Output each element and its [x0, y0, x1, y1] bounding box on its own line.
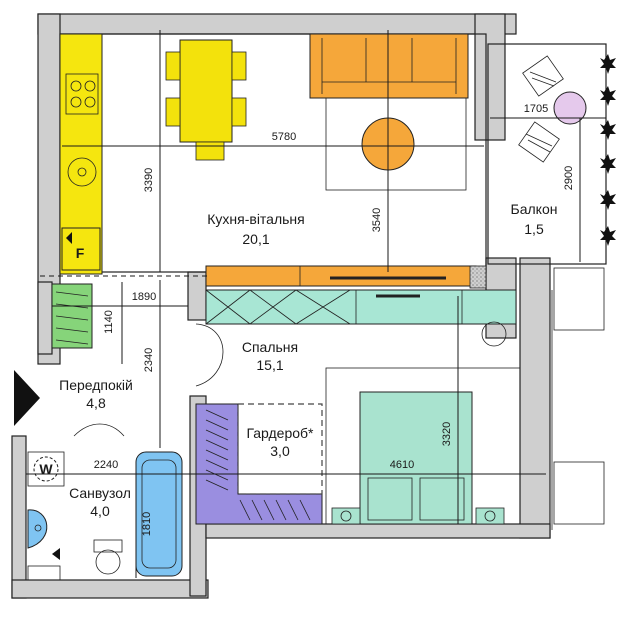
room-label-kitchen: Кухня-вітальня 20,1 [207, 211, 305, 247]
plant-icon [600, 54, 616, 246]
dim-bathroom-width: 2240 [94, 459, 118, 471]
svg-text:3,0: 3,0 [270, 443, 290, 459]
svg-text:Кухня-вітальня: Кухня-вітальня [207, 211, 305, 227]
bathroom: W [27, 451, 183, 581]
hob-icon [65, 73, 99, 115]
chair [165, 51, 181, 81]
balcony-furniture [518, 54, 616, 246]
chair-icon [481, 321, 507, 347]
balcony-window-2 [553, 461, 605, 525]
chair [231, 51, 247, 81]
dim-living-depth: 3540 [371, 208, 383, 232]
dressing-partition [237, 403, 323, 495]
balcony-window-1 [553, 267, 605, 331]
arrow-icon [66, 232, 72, 244]
arrow-icon [52, 548, 60, 560]
chair-icon [522, 55, 564, 97]
room-label-bedroom: Спальня 15,1 [242, 339, 298, 373]
wall-column-balcony [474, 13, 506, 141]
balcony-outline [487, 43, 607, 265]
dressing-room [195, 403, 323, 525]
sofa-group [309, 33, 469, 191]
sofa [309, 33, 469, 99]
room-label-bathroom: Санвузол 4,0 [69, 485, 131, 519]
nightstand [475, 507, 505, 525]
fridge-label: F [76, 245, 85, 261]
tv-console [205, 265, 487, 289]
wall-top [37, 13, 517, 35]
hall [14, 283, 224, 437]
dim-kitchen-width: 5780 [272, 131, 296, 143]
wall-niche [37, 281, 53, 355]
toilet-tank [93, 539, 123, 553]
chair-icon [518, 121, 560, 163]
dim-bedroom-depth: 3320 [441, 422, 453, 446]
dim-bathroom-depth: 1810 [141, 512, 153, 536]
chair [195, 141, 225, 161]
kitchen-counter: F [59, 33, 103, 275]
fridge [61, 227, 101, 271]
dining-table [165, 39, 247, 161]
dim-kitchen-depth: 3390 [143, 168, 155, 192]
towel-rail [27, 565, 61, 581]
entrance-arrow-icon [14, 370, 40, 426]
balcony-table [553, 91, 587, 125]
nightstand [331, 507, 361, 525]
washbasin [27, 509, 48, 549]
sink-icon [67, 157, 97, 187]
door-swing [195, 323, 224, 387]
pillow [419, 477, 465, 521]
svg-text:Спальня: Спальня [242, 339, 298, 355]
dimension-lines [26, 30, 606, 578]
svg-text:4,8: 4,8 [86, 395, 106, 411]
svg-text:Гардероб*: Гардероб* [246, 425, 314, 441]
room-label-hall: Передпокій 4,8 [59, 377, 133, 411]
svg-text:4,0: 4,0 [90, 503, 110, 519]
room-label-balcony: Балкон 1,5 [511, 201, 558, 237]
dim-hall-niche-depth: 1140 [103, 310, 115, 334]
room-label-dressing: Гардероб* 3,0 [246, 425, 314, 459]
washer: W [27, 451, 65, 487]
wall-partition [187, 271, 207, 321]
wall-bath-left [11, 435, 27, 599]
wall-right [519, 257, 551, 539]
svg-text:20,1: 20,1 [242, 231, 269, 247]
wall-bath-bottom [11, 579, 209, 599]
chair [231, 97, 247, 127]
bedroom-wardrobe [205, 289, 517, 347]
dim-balcony-width: 1705 [524, 103, 548, 115]
chair [165, 97, 181, 127]
svg-text:15,1: 15,1 [256, 357, 283, 373]
svg-text:Передпокій: Передпокій [59, 377, 133, 393]
dim-bedroom-width: 4610 [390, 459, 414, 471]
washer-label: W [39, 461, 53, 477]
wall-bedroom-bottom [205, 523, 551, 539]
bed [325, 367, 521, 525]
dim-hall-niche-width: 1890 [132, 291, 156, 303]
door-swing [73, 423, 125, 437]
svg-text:Балкон: Балкон [511, 201, 558, 217]
toilet [95, 549, 121, 575]
svg-text:1,5: 1,5 [524, 221, 544, 237]
svg-text:Санвузол: Санвузол [69, 485, 131, 501]
pillow [367, 477, 413, 521]
dim-hall-depth: 2340 [143, 348, 155, 372]
dim-balcony-depth: 2900 [563, 166, 575, 190]
